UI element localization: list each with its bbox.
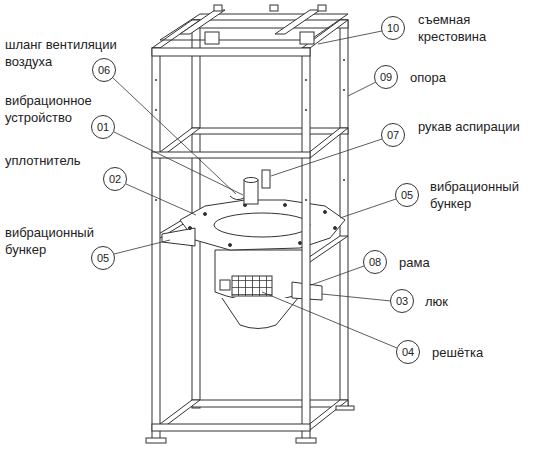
crossbar-knob: [214, 5, 222, 11]
callout-circle: 07: [381, 123, 405, 147]
part-name: опора: [410, 69, 490, 86]
part-name: люк: [425, 293, 485, 310]
back-mid-rail: [192, 128, 348, 134]
callout-number: 02: [109, 174, 121, 185]
callout-circle: 01: [91, 115, 115, 139]
hopper-plate: [180, 200, 345, 250]
part-name: вибрационное устройство: [5, 92, 110, 126]
back-right-post: [340, 20, 348, 408]
callout-number: 08: [369, 257, 381, 268]
crossbar-bar: [275, 10, 320, 34]
part-name: рама: [399, 254, 459, 271]
front-bottom-rail: [152, 424, 310, 431]
part-name: съемная крестовина: [418, 11, 530, 45]
hopper-opening: [214, 213, 310, 237]
part-name: вибрационный бункер: [430, 178, 534, 212]
callout-number: 07: [387, 130, 399, 141]
air-hose: [230, 196, 244, 200]
mount-bracket: [162, 228, 195, 246]
front-top-rail: [152, 48, 310, 56]
part-name: рукав аспирации: [418, 118, 528, 135]
part-name: шланг вентиляции воздуха: [5, 36, 125, 70]
callout-circle: 03: [390, 289, 414, 313]
callout-circle: 05: [91, 246, 115, 270]
callout-circle: 04: [396, 340, 420, 364]
crossbar-bar: [180, 10, 225, 34]
crossbar-knob: [270, 5, 278, 11]
callout-number: 05: [401, 190, 413, 201]
foot: [146, 438, 166, 443]
callout-circle: 05: [395, 183, 419, 207]
aspiration-sleeve: [262, 170, 270, 188]
callout-number: 01: [97, 122, 109, 133]
back-top-rail: [192, 20, 348, 28]
grille-handle: [220, 280, 230, 290]
part-name: решётка: [432, 344, 512, 361]
vibration-device-top: [244, 178, 258, 183]
callout-circle: 10: [381, 16, 405, 40]
foot: [296, 438, 316, 443]
callout-circle: 09: [374, 65, 398, 89]
crossbar-block: [300, 32, 314, 44]
front-mid-rail: [152, 152, 310, 158]
front-right-post: [302, 48, 310, 440]
foot: [336, 406, 354, 410]
crossbar-block: [205, 32, 219, 44]
vibration-device: [244, 180, 258, 204]
callout-circle: 08: [363, 250, 387, 274]
side-top-rail: [152, 20, 200, 48]
callout-number: 09: [380, 72, 392, 83]
callout-number: 05: [97, 253, 109, 264]
callout-circle: 06: [92, 58, 116, 82]
callout-circle: 02: [103, 167, 127, 191]
callout-number: 06: [98, 65, 110, 76]
crossbar-knob: [318, 5, 326, 11]
callout-number: 10: [387, 23, 399, 34]
part-name: вибрационный бункер: [5, 224, 105, 258]
hopper-grille: [232, 276, 272, 296]
callout-number: 04: [402, 347, 414, 358]
post-holes: [155, 59, 345, 201]
back-bottom-rail: [192, 400, 348, 407]
leader-lines: [113, 31, 397, 348]
callout-number: 03: [396, 296, 408, 307]
part-name: уплотнитель: [5, 152, 105, 169]
crossbar-outline: [160, 14, 348, 40]
